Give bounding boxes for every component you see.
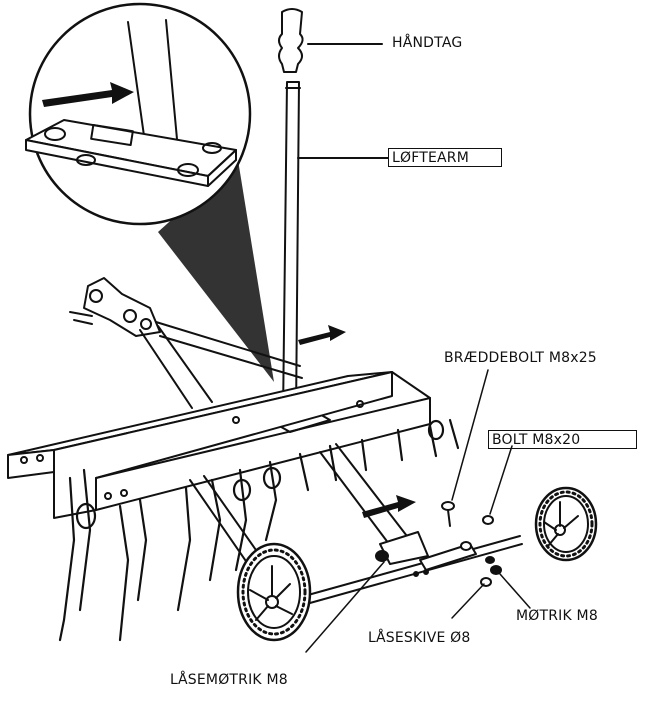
- board-bolt-leader: [451, 369, 489, 501]
- left-wheel: [236, 542, 312, 642]
- axle-support: [189, 443, 429, 597]
- label-bolt: BOLT M8x20: [488, 430, 637, 449]
- lock-washer-leader: [451, 583, 485, 619]
- callout-cone: [158, 160, 274, 382]
- axle-arrow: [362, 495, 416, 518]
- right-wheel: [534, 486, 598, 562]
- tines: [58, 418, 460, 642]
- handle-grip: [278, 8, 304, 73]
- nut-leader: [499, 573, 531, 609]
- lift-arm-arrow: [298, 325, 346, 345]
- label-lock-washer: LÅSESKIVE Ø8: [368, 630, 471, 646]
- label-lock-nut: LÅSEMØTRIK M8: [170, 672, 288, 688]
- label-handle: HÅNDTAG: [392, 35, 463, 51]
- bolt-leader: [489, 445, 513, 515]
- axle: [289, 535, 523, 609]
- tow-hitch: [69, 277, 303, 409]
- label-nut: MØTRIK M8: [516, 608, 598, 624]
- lock-nut-leader: [305, 561, 385, 653]
- leader-lines: [305, 369, 531, 653]
- hardware: [375, 501, 502, 587]
- detail-magnifier: [25, 2, 252, 226]
- label-board-bolt: BRÆDDEBOLT M8x25: [444, 350, 597, 366]
- main-frame: [7, 371, 431, 519]
- label-lift-arm: LØFTEARM: [388, 148, 502, 167]
